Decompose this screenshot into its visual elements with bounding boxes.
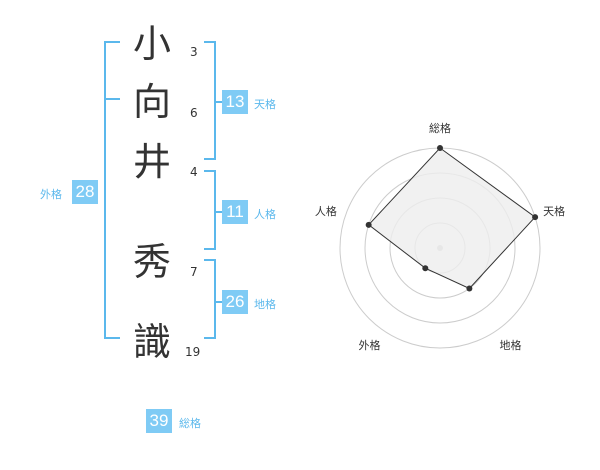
radar-point-3 [466, 285, 473, 292]
radar-area [367, 147, 536, 290]
radar-axis-label-2: 天格 [543, 204, 565, 218]
radar-axis-label-1: 総格 [429, 121, 451, 135]
jinkaku-label: 人格 [254, 208, 276, 221]
radar-axis-label-3: 地格 [500, 338, 522, 352]
soukaku-label: 総格 [179, 417, 201, 430]
tenkaku-label: 天格 [254, 98, 276, 111]
jinkaku-value-badge: 11 [222, 200, 248, 224]
gaikaku-value-badge: 28 [72, 180, 98, 204]
stroke-count-5: 19 [185, 345, 201, 359]
chikaku-value-badge: 26 [222, 290, 248, 314]
char-5: 識 [132, 320, 171, 364]
char-2: 向 [132, 80, 171, 124]
radar-point-5 [365, 221, 372, 228]
chikaku-label: 地格 [254, 298, 276, 311]
radar-point-4 [422, 265, 429, 272]
radar-points [365, 145, 539, 292]
stroke-count-1: 3 [190, 45, 198, 59]
radar-point-1 [437, 145, 443, 151]
radar-axis-label-5: 人格 [315, 204, 337, 218]
tenkaku-value-badge: 13 [222, 90, 248, 114]
stroke-count-4: 7 [190, 265, 198, 279]
char-4: 秀 [132, 240, 171, 284]
stroke-count-3: 4 [190, 165, 198, 179]
radar-axis-label-4: 外格 [359, 338, 381, 352]
char-3: 井 [132, 140, 171, 184]
gaikaku-label: 外格 [40, 188, 62, 201]
radar-point-2 [532, 214, 539, 221]
soukaku-value-badge: 39 [146, 409, 172, 433]
char-1: 小 [132, 22, 171, 66]
stroke-count-2: 6 [190, 106, 198, 120]
